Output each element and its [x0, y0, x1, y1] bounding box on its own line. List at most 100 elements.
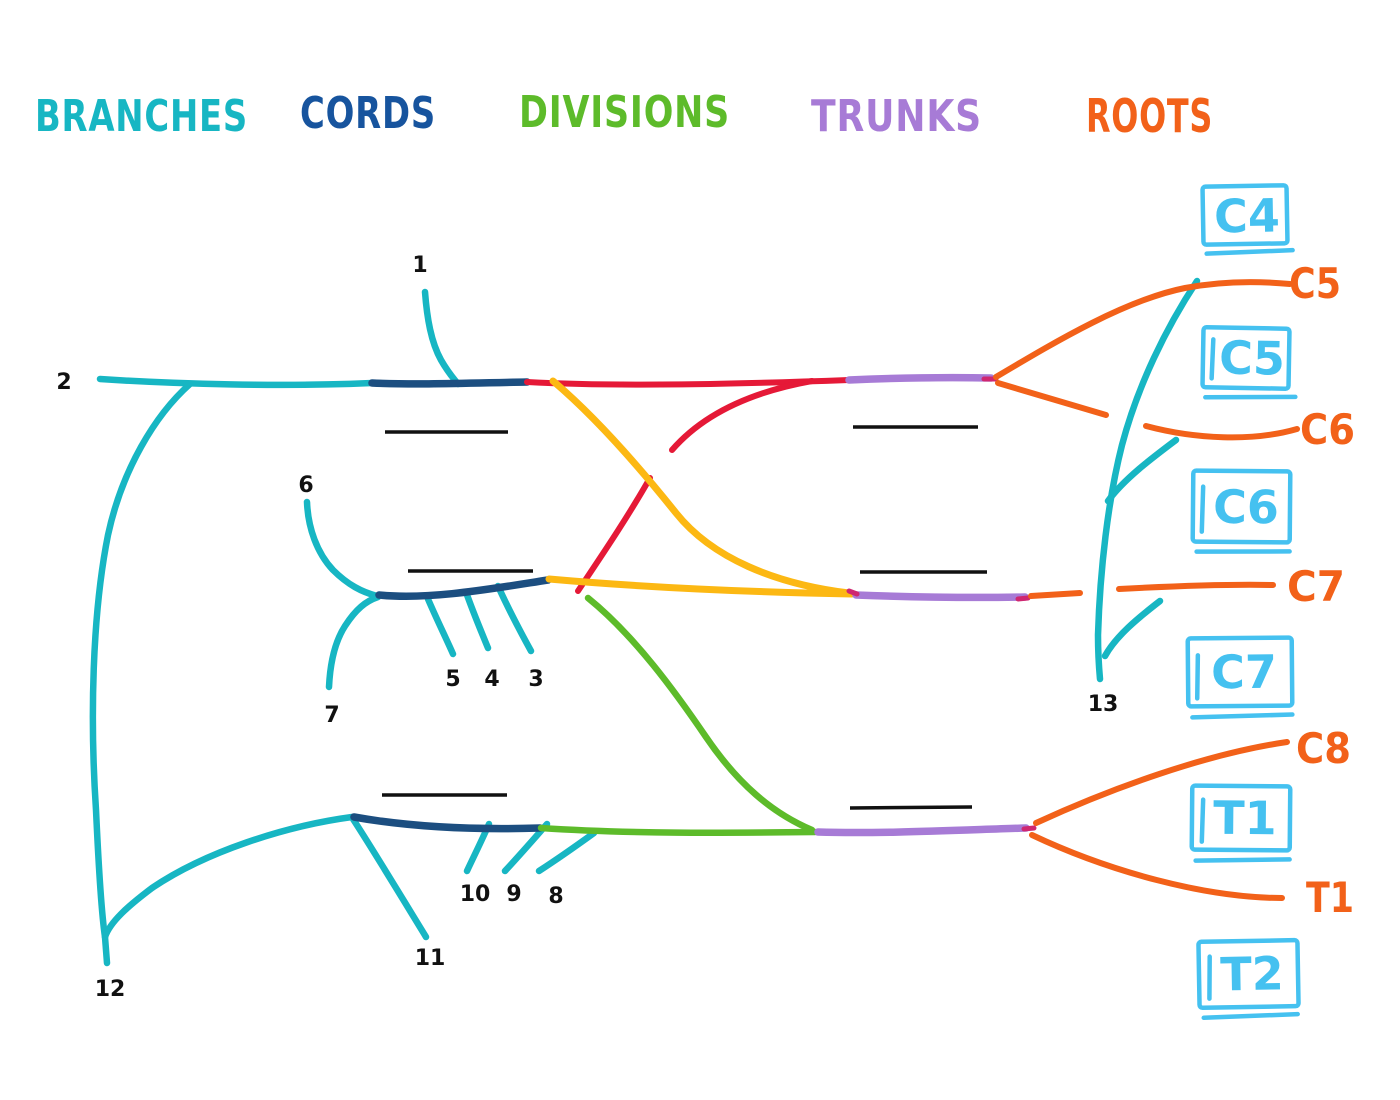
trunk-segment-top [845, 373, 995, 384]
root-line-c6-right [1143, 423, 1300, 441]
c4-box-text: C4 [1214, 188, 1281, 243]
marker-11: 11 [415, 946, 446, 971]
root-line-t1 [1029, 832, 1285, 901]
marker-10: 10 [460, 882, 491, 907]
branch-line-6 [303, 498, 381, 600]
junction-tick-middle-right [1015, 595, 1031, 602]
top-row-branches-segment [96, 375, 376, 389]
branch-line-8 [535, 829, 598, 875]
cord-segment-bottom [350, 813, 544, 833]
root-labels: C5 C6 C7 C8 T1 [1287, 259, 1355, 922]
boxed-label-c6: C6 [1190, 468, 1293, 554]
root-line-c7-left [1028, 590, 1083, 599]
root-label-c8: C8 [1296, 724, 1351, 773]
t2-box-text: T2 [1220, 946, 1284, 1001]
t1-box-underline [1193, 857, 1292, 863]
c6-box-text: C6 [1213, 480, 1279, 535]
junction-tick-middle-left [846, 588, 860, 597]
c6-box-underline [1194, 549, 1292, 554]
legend-branches: BRANCHES [35, 91, 248, 142]
roots-lines [993, 279, 1300, 901]
cord-segment-middle [375, 576, 552, 600]
boxed-label-t1: T1 [1189, 783, 1293, 863]
c6-box [1190, 468, 1293, 545]
root-line-c5 [993, 279, 1293, 380]
t1-box [1189, 783, 1293, 853]
boxed-label-c5: C5 [1200, 325, 1298, 400]
branch-line-13-main [1094, 277, 1201, 683]
junction-ticks [846, 376, 1037, 832]
blank-line-bottom-right [849, 805, 973, 810]
c7-box-inner-tick [1194, 653, 1201, 701]
red-diagonal-lower [575, 475, 653, 594]
junction-tick-bottom-right [1021, 825, 1037, 832]
blank-answer-lines [382, 425, 987, 810]
marker-13: 13 [1088, 692, 1119, 717]
yellow-middle-horizontal [545, 575, 856, 598]
boxed-label-t2: T2 [1196, 937, 1301, 1021]
t2-box-inner-tick [1207, 954, 1212, 1001]
red-division-lines [524, 377, 852, 594]
trunk-segment-middle [852, 591, 1029, 602]
legend-roots: ROOTS [1086, 89, 1213, 143]
c7-box-underline [1190, 712, 1295, 720]
branch-line-7 [325, 593, 382, 691]
yellow-diagonal [549, 377, 853, 597]
branch-line-1 [421, 288, 462, 388]
cord-segment-top [368, 378, 531, 388]
c7-box-text: C7 [1211, 645, 1277, 700]
branches-lines [89, 277, 1201, 967]
marker-3: 3 [528, 667, 543, 692]
c4-box-underline [1204, 247, 1295, 256]
marker-12: 12 [95, 977, 126, 1002]
yellow-division-lines [545, 377, 856, 598]
t1-box-text: T1 [1213, 791, 1277, 846]
root-label-c6: C6 [1300, 405, 1355, 454]
marker-8: 8 [548, 884, 563, 909]
bottom-row-branches-sweep [101, 813, 356, 941]
root-line-c6-left [995, 380, 1109, 418]
trunk-segment-bottom [814, 824, 1030, 837]
cords-lines [350, 378, 552, 833]
boxed-label-c4: C4 [1200, 183, 1295, 256]
branch-line-5 [424, 595, 457, 658]
t2-box [1196, 937, 1301, 1011]
legend-cords: CORDS [300, 88, 436, 139]
branch-line-3 [494, 582, 535, 655]
c4-box [1200, 183, 1290, 247]
legend-trunks: TRUNKS [811, 91, 982, 142]
red-diagonal-upper [669, 378, 815, 453]
branch-line-13-upper-fork [1104, 436, 1180, 505]
marker-5: 5 [445, 667, 460, 692]
root-line-c7-right [1116, 581, 1276, 592]
marker-2: 2 [56, 370, 71, 395]
legend-divisions: DIVISIONS [519, 87, 730, 138]
root-label-t1: T1 [1306, 873, 1354, 922]
legend-row: BRANCHES CORDS DIVISIONS TRUNKS ROOTS [35, 87, 1213, 143]
branch-line-13-lower-fork [1101, 597, 1164, 660]
marker-1: 1 [412, 253, 427, 278]
root-line-c8 [1033, 739, 1290, 826]
marker-6: 6 [298, 473, 313, 498]
green-diagonal [584, 594, 816, 834]
root-label-c5: C5 [1289, 259, 1341, 308]
green-division-lines [537, 594, 819, 837]
t2-box-underline [1201, 1011, 1300, 1021]
root-label-c7: C7 [1287, 562, 1345, 611]
green-bottom-horizontal [537, 824, 819, 837]
boxed-labels: C4 C5 C6 C7 T1 [1185, 183, 1301, 1021]
c6-box-inner-tick [1199, 484, 1206, 534]
number-markers: 1 2 6 5 4 3 7 13 10 9 8 11 12 [56, 253, 1118, 1002]
c7-box [1185, 635, 1295, 709]
c5-box-inner-tick [1209, 337, 1216, 381]
marker-4: 4 [484, 667, 499, 692]
branch-line-12-left-drop [89, 380, 194, 967]
t1-box-inner-tick [1199, 797, 1206, 844]
trunks-lines [814, 373, 1030, 837]
c5-box-underline [1203, 394, 1298, 400]
marker-9: 9 [506, 882, 521, 907]
c5-box-text: C5 [1219, 331, 1286, 386]
branch-line-11 [349, 815, 430, 941]
